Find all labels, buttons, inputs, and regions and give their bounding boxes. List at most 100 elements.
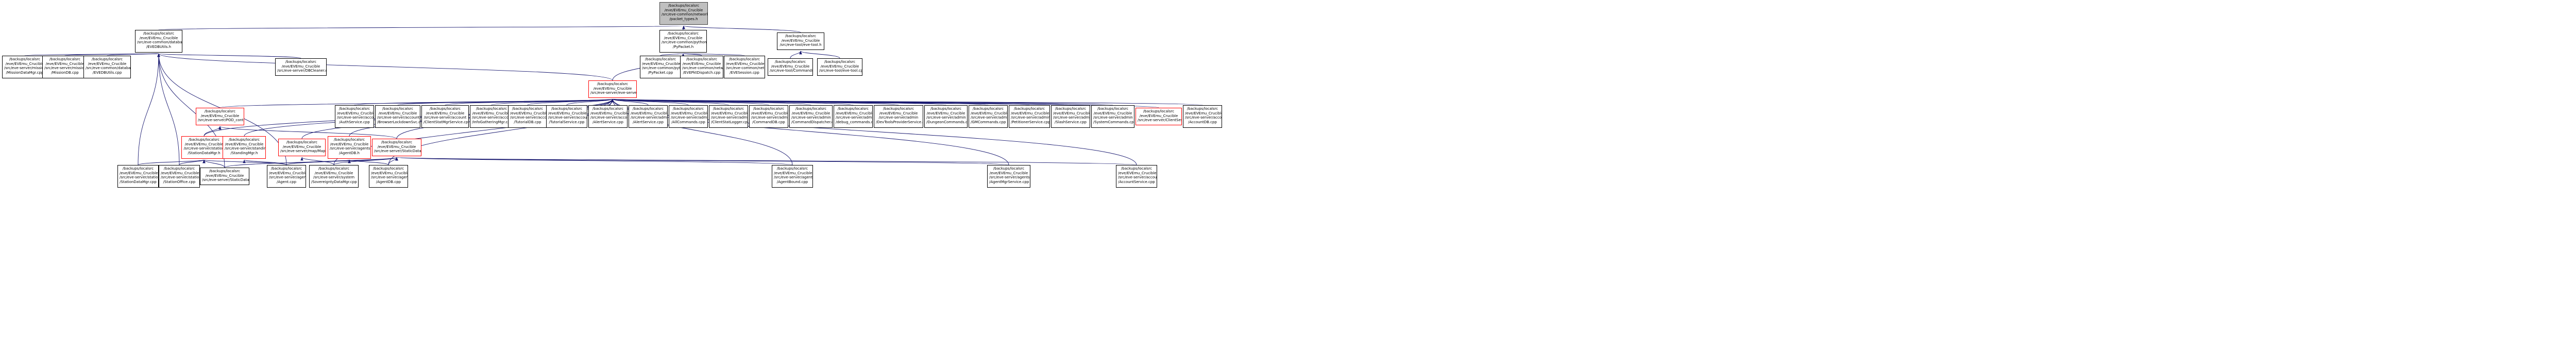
node-label-line: /backups/localsrc (512, 107, 544, 111)
node-label-line: /PetitionerService.cpp (1011, 120, 1050, 124)
node-label-line: /src/eve-server/system (313, 175, 355, 180)
node-station-data-mgr-cpp[interactable]: /backups/localsrc/eve/EVEmu_Crucible/src… (117, 165, 159, 188)
node-label-line: /eve/EVEmu_Crucible (45, 61, 84, 66)
node-label-line: /src/eve-server/missions (44, 66, 88, 71)
node-alert-service-admin[interactable]: /backups/localsrc/eve/EVEmu_Crucible/src… (629, 105, 668, 128)
node-client-session[interactable]: /backups/localsrc/eve/EVEmu_Crucible/src… (1136, 108, 1182, 125)
node-eve-tool-cpp[interactable]: /backups/localsrc/eve/EVEmu_Crucible/src… (817, 58, 862, 76)
node-label-line: /backups/localsrc (930, 107, 962, 111)
node-label-line: /AuthService.cpp (339, 120, 370, 124)
node-label-line: /src/eve-server/eve-server.h (590, 91, 637, 95)
node-label-line: /backups/localsrc (632, 107, 664, 111)
node-pypacket-cpp[interactable]: /backups/localsrc/eve/EVEmu_Crucible/src… (640, 56, 681, 78)
node-label-line: /eve/EVEmu_Crucible (161, 171, 199, 175)
node-account-service[interactable]: /backups/localsrc/eve/EVEmu_Crucible/src… (1116, 165, 1157, 188)
node-label-line: /backups/localsrc (286, 140, 318, 144)
node-label-line: /backups/localsrc (668, 4, 700, 8)
node-alert-service-account[interactable]: /backups/localsrc/eve/EVEmu_Crucible/src… (588, 105, 628, 128)
node-label-line: /eve/EVEmu_Crucible (426, 111, 465, 115)
node-agent-db-h[interactable]: /backups/localsrc/eve/EVEmu_Crucible/src… (328, 136, 371, 159)
node-label-line: /AccountService.cpp (1118, 179, 1155, 184)
node-label-line: /backups/localsrc (270, 167, 302, 171)
node-label-line: /src/eve-server/standing (225, 146, 266, 151)
node-mission-db[interactable]: /backups/localsrc/eve/EVEmu_Crucible/src… (42, 56, 88, 78)
node-label-line: /DevToolsProviderService.cpp (876, 120, 923, 124)
node-station-data-mgr-h[interactable]: /backups/localsrc/eve/EVEmu_Crucible/src… (181, 136, 227, 159)
node-label-line: /eve/EVEmu_Crucible (200, 113, 240, 118)
node-label-line: /eve/EVEmu_Crucible (879, 111, 918, 115)
node-label-line: /backups/localsrc (476, 107, 507, 111)
node-label-line: /src/eve-server/agents (371, 175, 408, 180)
node-label-line: /eve/EVEmu_Crucible (314, 171, 353, 175)
node-label-line: /src/eve-server/admin (1093, 115, 1133, 120)
node-eve-server-h[interactable]: /backups/localsrc/eve/EVEmu_Crucible/src… (588, 80, 637, 98)
node-label-line: /GMCommands.cpp (971, 120, 1006, 124)
node-standing-mgr-h[interactable]: /backups/localsrc/eve/EVEmu_Crucible/src… (223, 136, 266, 159)
node-tutorial-service[interactable]: /backups/localsrc/eve/EVEmu_Crucible/src… (546, 105, 587, 128)
dependency-edge (224, 157, 398, 168)
node-label-line: /eve/EVEmu_Crucible (281, 64, 320, 69)
node-agent-mgr-service[interactable]: /backups/localsrc/eve/EVEmu_Crucible/src… (987, 165, 1030, 188)
node-label-line: /src/eve-server/admin (836, 115, 873, 120)
node-label-line: /eve/EVEmu_Crucible (120, 171, 158, 175)
node-eve-tool-commands[interactable]: /backups/localsrc/eve/EVEmu_Crucible/src… (768, 58, 813, 76)
node-eve-tool-h[interactable]: /backups/localsrc/eve/EVEmu_Crucible/src… (777, 32, 824, 50)
node-command-dispatcher[interactable]: /backups/localsrc/eve/EVEmu_Crucible/src… (789, 105, 833, 128)
node-all-commands[interactable]: /backups/localsrc/eve/EVEmu_Crucible/src… (669, 105, 708, 128)
node-command-db[interactable]: /backups/localsrc/eve/EVEmu_Crucible/src… (749, 105, 788, 128)
node-client-stat-mgr[interactable]: /backups/localsrc/eve/EVEmu_Crucible/src… (421, 105, 469, 128)
node-dungeon-commands[interactable]: /backups/localsrc/eve/EVEmu_Crucible/src… (924, 105, 968, 128)
node-agent-bound[interactable]: /backups/localsrc/eve/EVEmu_Crucible/src… (772, 165, 813, 188)
node-slash-service[interactable]: /backups/localsrc/eve/EVEmu_Crucible/src… (1051, 105, 1090, 128)
node-pod-containers[interactable]: /backups/localsrc/eve/EVEmu_Crucible/src… (196, 108, 244, 125)
node-label-line: /eve/EVEmu_Crucible (711, 111, 748, 115)
node-label-line: /AgentBound.cpp (776, 179, 808, 184)
node-system-commands[interactable]: /backups/localsrc/eve/EVEmu_Crucible/src… (1091, 105, 1134, 128)
node-label-line: /src/eve-server/account (423, 115, 467, 120)
dependency-edge (790, 51, 802, 59)
node-label-line: /eve/EVEmu_Crucible (184, 142, 224, 146)
dependency-edge (396, 157, 1009, 165)
node-db-cleaner[interactable]: /backups/localsrc/eve/EVEmu_Crucible/src… (275, 58, 327, 76)
node-label-line: /eve/EVEmu_Crucible (642, 61, 681, 66)
node-auth-service[interactable]: /backups/localsrc/eve/EVEmu_Crucible/src… (335, 105, 374, 128)
node-label-line: /src/eve-server/DBCleaner.cpp (277, 69, 327, 73)
node-browser-lockdown[interactable]: /backups/localsrc/eve/EVEmu_Crucible/src… (375, 105, 420, 128)
node-label-line: /src/eve-common/network (726, 66, 765, 71)
node-info-gathering[interactable]: /backups/localsrc/eve/EVEmu_Crucible/src… (470, 105, 513, 128)
node-petitioner-service[interactable]: /backups/localsrc/eve/EVEmu_Crucible/src… (1009, 105, 1050, 128)
node-label-line: /eve/EVEmu_Crucible (671, 111, 708, 115)
dependency-edge (157, 53, 613, 81)
node-static-data-mgr-cpp[interactable]: /backups/localsrc/eve/EVEmu_Crucible/src… (200, 168, 249, 185)
node-label-line: /StationDataMgr.h (188, 151, 221, 155)
node-debug-commands[interactable]: /backups/localsrc/eve/EVEmu_Crucible/src… (834, 105, 873, 128)
node-evedbutils-h[interactable]: /backups/localsrc/eve/EVEmu_Crucible/src… (135, 30, 182, 53)
node-packet-types: /backups/localsrc/eve/EVEmu_Crucible/src… (659, 2, 708, 25)
node-label-line: /backups/localsrc (382, 107, 414, 111)
node-tutorial-db[interactable]: /backups/localsrc/eve/EVEmu_Crucible/src… (508, 105, 547, 128)
dependency-edge (157, 53, 180, 165)
node-label-line: /eve/EVEmu_Crucible (1093, 111, 1132, 115)
node-agent-db-cpp[interactable]: /backups/localsrc/eve/EVEmu_Crucible/src… (369, 165, 408, 188)
node-label-line: /SovereigntyDataMgr.cpp (311, 179, 357, 184)
node-pypacket-h[interactable]: /backups/localsrc/eve/EVEmu_Crucible/src… (659, 30, 707, 53)
node-eve-pkt-dispatch[interactable]: /backups/localsrc/eve/EVEmu_Crucible/src… (680, 56, 723, 78)
node-label-line: /eve/EVEmu_Crucible (791, 111, 831, 115)
node-account-db[interactable]: /backups/localsrc/eve/EVEmu_Crucible/src… (1183, 105, 1222, 128)
node-label-line: /eve/EVEmu_Crucible (510, 111, 547, 115)
node-gm-commands[interactable]: /backups/localsrc/eve/EVEmu_Crucible/src… (969, 105, 1008, 128)
node-agent-cpp[interactable]: /backups/localsrc/eve/EVEmu_Crucible/src… (267, 165, 306, 188)
node-client-stat-logger[interactable]: /backups/localsrc/eve/EVEmu_Crucible/src… (709, 105, 748, 128)
node-label-line: /backups/localsrc (163, 167, 195, 171)
node-dev-tools-provider[interactable]: /backups/localsrc/eve/EVEmu_Crucible/src… (874, 105, 923, 128)
node-label-line: /backups/localsrc (9, 57, 41, 61)
node-label-line: /backups/localsrc (667, 31, 699, 36)
node-eve-session[interactable]: /backups/localsrc/eve/EVEmu_Crucible/src… (724, 56, 765, 78)
node-label-line: /src/eve-server/admin (926, 115, 966, 120)
node-static-data-mgr-h[interactable]: /backups/localsrc/eve/EVEmu_Crucible/src… (372, 139, 421, 156)
node-mission-data-mgr[interactable]: /backups/localsrc/eve/EVEmu_Crucible/src… (2, 56, 47, 78)
node-sovereignty-data-mgr[interactable]: /backups/localsrc/eve/EVEmu_Crucible/src… (309, 165, 359, 188)
node-evedbutils-cpp[interactable]: /backups/localsrc/eve/EVEmu_Crucible/src… (83, 56, 131, 78)
node-map-data-h[interactable]: /backups/localsrc/eve/EVEmu_Crucible/src… (278, 139, 326, 156)
node-station-office[interactable]: /backups/localsrc/eve/EVEmu_Crucible/src… (159, 165, 200, 188)
